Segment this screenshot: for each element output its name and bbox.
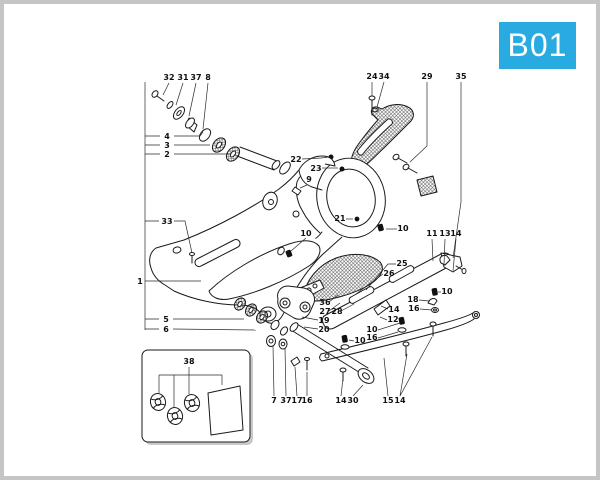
callout-10: 10: [441, 287, 453, 296]
code-badge-label: B01: [507, 27, 568, 63]
callout-14: 14: [450, 229, 462, 238]
callout-17: 17: [291, 396, 302, 405]
callout-32: 32: [163, 73, 174, 82]
callout-37: 37: [190, 73, 201, 82]
callout-35: 35: [455, 72, 467, 81]
callout-10: 10: [397, 224, 409, 233]
callout-31: 31: [177, 73, 189, 82]
callout-14: 14: [394, 396, 406, 405]
upper-chain-guard: [350, 95, 414, 171]
chain-slider-bar: [319, 287, 480, 362]
callout-12: 12: [387, 315, 398, 324]
callout-28: 28: [331, 307, 343, 316]
callout-29: 29: [421, 72, 433, 81]
callout-15: 15: [382, 396, 394, 405]
callout-10: 10: [354, 336, 366, 345]
inset-box: [141, 349, 253, 445]
callout-23: 23: [310, 164, 321, 173]
callout-16: 16: [366, 333, 378, 342]
callout-14: 14: [388, 305, 400, 314]
callout-38: 38: [183, 357, 195, 366]
callout-22: 22: [290, 155, 301, 164]
callout-21: 21: [334, 214, 346, 223]
callout-2: 2: [164, 150, 170, 159]
callout-37: 37: [280, 396, 291, 405]
callout-14: 14: [335, 396, 347, 405]
callout-13: 13: [439, 229, 450, 238]
callout-16: 16: [301, 396, 313, 405]
callout-5: 5: [163, 315, 169, 324]
callout-11: 11: [426, 229, 438, 238]
callout-36: 36: [319, 298, 331, 307]
callout-34: 34: [378, 72, 390, 81]
callout-10: 10: [300, 229, 312, 238]
callout-20: 20: [318, 325, 330, 334]
leader-spine: [144, 82, 160, 330]
bearing-housing-ring: [291, 154, 386, 243]
exploded-diagram: 3231378243429354323315622239211010111314…: [137, 72, 480, 445]
callout-10: 10: [366, 325, 378, 334]
callout-9: 9: [306, 175, 312, 184]
pivot-shaft-stack: [151, 90, 281, 171]
swingarm-body: [149, 155, 343, 324]
side-bolts-and-patch: [392, 153, 438, 197]
callout-6: 6: [163, 325, 169, 334]
callout-16: 16: [408, 304, 420, 313]
callout-30: 30: [347, 396, 359, 405]
callout-7: 7: [271, 396, 277, 405]
pivot-rod-and-hardware: [266, 322, 375, 384]
callout-24: 24: [366, 72, 378, 81]
rear-arm-plate: [322, 252, 467, 330]
callout-1: 1: [137, 277, 143, 286]
callout-18: 18: [407, 295, 419, 304]
callout-26: 26: [383, 269, 395, 278]
callout-8: 8: [205, 73, 211, 82]
callout-4: 4: [164, 132, 170, 141]
code-badge: B01: [499, 22, 576, 69]
callout-27: 27: [319, 307, 330, 316]
callout-33: 33: [161, 217, 172, 226]
callout-19: 19: [318, 316, 330, 325]
callout-3: 3: [164, 141, 170, 150]
callout-25: 25: [396, 259, 408, 268]
shock-linkage: [233, 285, 315, 336]
